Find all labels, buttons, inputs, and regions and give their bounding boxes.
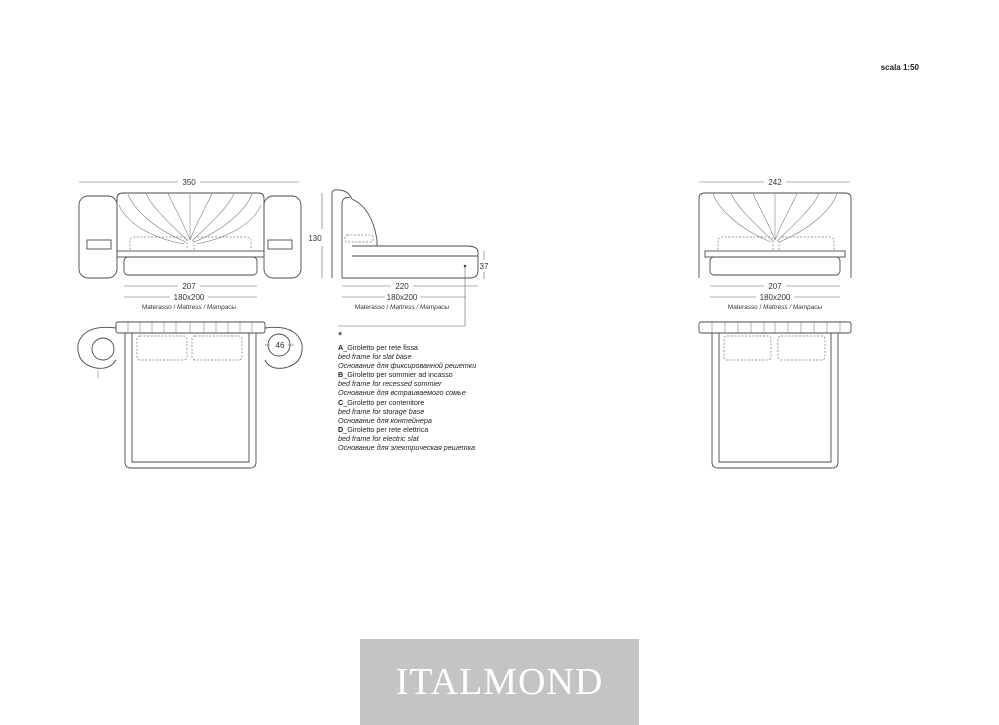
asterisk-icon: * <box>338 330 343 342</box>
legend-ru: Основание для электрическая решетка <box>338 443 476 453</box>
mattress-caption-compact: Materasso / Mattress / Матрасы <box>728 304 823 311</box>
dim-compact-mattress-width: 207 <box>768 282 782 291</box>
mattress-size-side: 180x200 <box>387 293 418 302</box>
compact-plan-view <box>698 321 852 469</box>
dim-nightstand-diameter: 46 <box>276 341 285 350</box>
legend-ru: Основание для фиксированной решетки <box>338 361 477 371</box>
mattress-caption-front: Materasso / Mattress / Матрасы <box>142 304 237 311</box>
bed-frame-legend: * A_Giroletto per rete fissa bed frame f… <box>338 329 476 452</box>
dim-side-depth: 220 <box>395 282 409 291</box>
dim-compact-overall-width: 242 <box>768 178 782 187</box>
legend-code: B <box>338 370 344 380</box>
legend-item-b: B_Giroletto per sommier ad incasso bed f… <box>338 370 476 397</box>
dim-front-overall-width: 350 <box>182 178 196 187</box>
dim-side-height: 130 <box>308 234 322 243</box>
legend-title: _Giroletto per contenitore <box>343 397 425 407</box>
legend-title: _Giroletto per rete fissa <box>343 343 418 352</box>
mattress-caption-side: Materasso / Mattress / Матрасы <box>355 304 450 311</box>
mattress-size-compact: 180x200 <box>760 293 791 302</box>
legend-title: _Giroletto per sommier ad incasso <box>343 370 453 380</box>
legend-code: C <box>338 397 344 407</box>
legend-item-c: C_Giroletto per contenitore bed frame fo… <box>338 398 476 425</box>
legend-en: bed frame for storage base <box>338 406 425 416</box>
legend-ru: Основание для контейнера <box>338 415 432 425</box>
legend-en: bed frame for electric slat <box>338 433 419 443</box>
legend-title: _Giroletto per rete elettrica <box>343 424 429 434</box>
side-elevation-view: 130 220 180x200 Materasso / Mattress / М… <box>308 189 489 327</box>
dim-side-leg-height: 37 <box>480 262 489 271</box>
mattress-size-front: 180x200 <box>174 293 205 302</box>
dim-front-mattress-width: 207 <box>182 282 196 291</box>
legend-ru: Основание для встраиваемого сомье <box>338 388 466 398</box>
legend-code: D <box>338 424 344 434</box>
compact-front-elevation-view: 242 207 180x200 Materasso / Mattress / М… <box>698 178 852 311</box>
legend-en: bed frame for recessed sommier <box>338 379 442 389</box>
legend-code: A <box>338 343 344 352</box>
legend-item-a: A_Giroletto per rete fissa bed frame for… <box>338 343 476 370</box>
watermark-banner: ITALMOND <box>360 639 639 725</box>
watermark-text: ITALMOND <box>395 661 604 703</box>
legend-item-d: D_Giroletto per rete elettrica bed frame… <box>338 425 476 452</box>
legend-en: bed frame for slat base <box>338 352 412 362</box>
front-elevation-view: 350 207 180x200 Mate <box>78 178 302 311</box>
plan-view-with-nightstands: 46 <box>77 321 303 469</box>
scale-label: scala 1:50 <box>880 63 919 72</box>
